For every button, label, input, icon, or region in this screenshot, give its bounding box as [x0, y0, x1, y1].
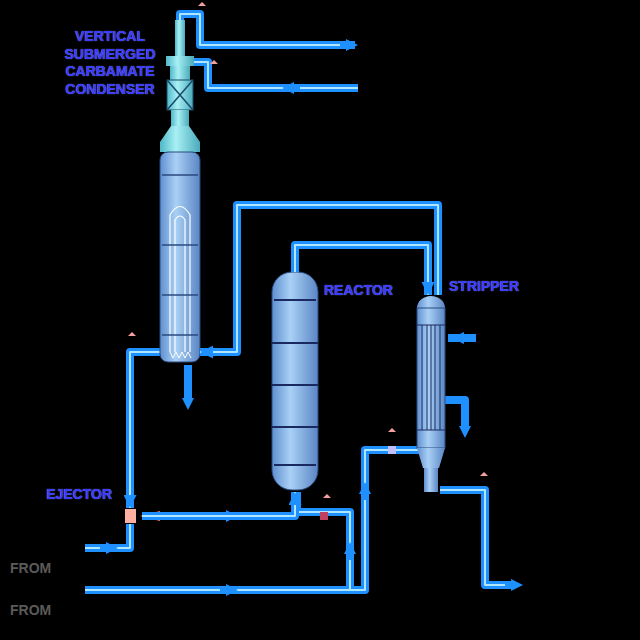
feed-label: FROM — [10, 602, 51, 618]
pipe-highlight — [200, 205, 438, 352]
vessel-label: EJECTOR — [46, 486, 112, 504]
vessel-label: STRIPPER — [449, 278, 519, 296]
pipe-connector — [142, 492, 295, 516]
vessel-label: VERTICAL SUBMERGED CARBAMATE CONDENSER — [60, 28, 160, 98]
flow-arrowhead — [427, 245, 428, 295]
layout-pipes — [85, 14, 517, 590]
condenser-vessel — [160, 20, 200, 362]
flow-arrowhead — [130, 442, 131, 509]
ejector-node: EJECTOR — [118, 508, 142, 524]
stripper-vessel — [417, 296, 445, 492]
pipe-highlight — [142, 492, 295, 516]
pipe-highlight — [129, 375, 131, 508]
reactor-vessel — [272, 272, 318, 490]
reactor-node: REACTOR — [272, 272, 318, 492]
feed-label: FROM — [10, 560, 51, 576]
vessel-label: REACTOR — [324, 282, 393, 300]
pipe-connector — [126, 375, 134, 508]
flow-arrowhead — [295, 492, 296, 516]
valve-symbols — [128, 2, 488, 520]
flow-arrowhead — [200, 352, 237, 353]
condenser-node: VERTICAL SUBMERGED CARBAMATE CONDENSER — [60, 28, 200, 375]
pipe-connector — [200, 205, 438, 352]
stripper-node: STRIPPER — [415, 295, 447, 490]
